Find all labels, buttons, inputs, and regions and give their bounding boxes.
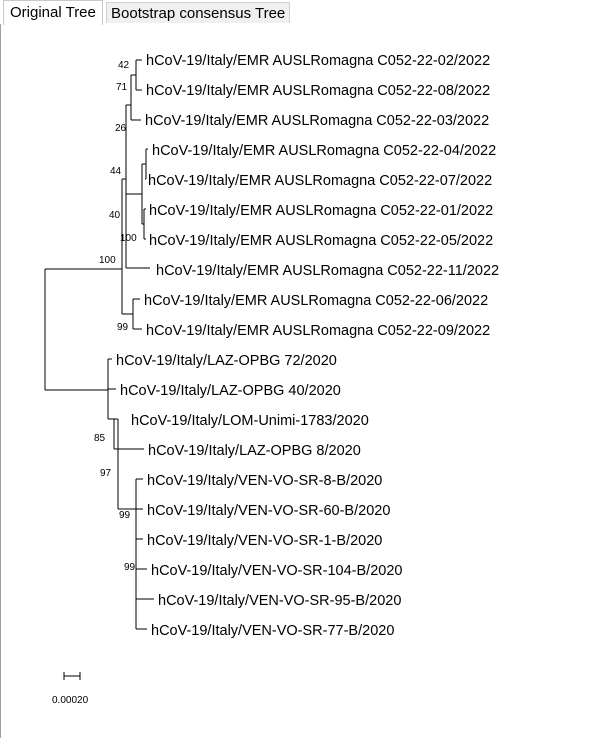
bootstrap-value: 99 bbox=[119, 510, 131, 521]
bootstrap-value: 100 bbox=[99, 255, 116, 266]
tree-panel bbox=[0, 24, 594, 738]
leaf-label: hCoV-19/Italy/VEN-VO-SR-60-B/2020 bbox=[147, 503, 390, 519]
leaf-label: hCoV-19/Italy/EMR AUSLRomagna C052-22-03… bbox=[145, 113, 489, 129]
leaf-label: hCoV-19/Italy/LAZ-OPBG 40/2020 bbox=[120, 383, 341, 399]
tab-bar: Original Tree Bootstrap consensus Tree bbox=[0, 0, 594, 25]
bootstrap-value: 44 bbox=[110, 166, 122, 177]
bootstrap-value: 40 bbox=[109, 210, 121, 221]
leaf-label: hCoV-19/Italy/EMR AUSLRomagna C052-22-02… bbox=[146, 53, 490, 69]
leaf-label: hCoV-19/Italy/EMR AUSLRomagna C052-22-11… bbox=[156, 263, 499, 279]
tree-branches bbox=[44, 59, 154, 680]
leaf-label: hCoV-19/Italy/VEN-VO-SR-104-B/2020 bbox=[151, 563, 402, 579]
bootstrap-value: 99 bbox=[117, 322, 129, 333]
tab-original-tree[interactable]: Original Tree bbox=[3, 0, 103, 25]
leaf-label: hCoV-19/Italy/EMR AUSLRomagna C052-22-07… bbox=[148, 173, 492, 189]
leaf-label: hCoV-19/Italy/VEN-VO-SR-95-B/2020 bbox=[158, 593, 401, 609]
bootstrap-value: 85 bbox=[94, 433, 106, 444]
bootstrap-values: 42 71 26 44 40 100 100 99 85 97 99 99 bbox=[94, 60, 137, 573]
leaf-label: hCoV-19/Italy/VEN-VO-SR-1-B/2020 bbox=[147, 533, 382, 549]
leaf-label: hCoV-19/Italy/VEN-VO-SR-8-B/2020 bbox=[147, 473, 382, 489]
leaf-label: hCoV-19/Italy/LOM-Unimi-1783/2020 bbox=[131, 413, 369, 429]
bootstrap-value: 99 bbox=[124, 562, 136, 573]
bootstrap-value: 97 bbox=[100, 468, 112, 479]
leaf-label: hCoV-19/Italy/EMR AUSLRomagna C052-22-09… bbox=[146, 323, 490, 339]
leaf-label: hCoV-19/Italy/LAZ-OPBG 8/2020 bbox=[148, 443, 361, 459]
bootstrap-value: 71 bbox=[116, 82, 128, 93]
bootstrap-value: 100 bbox=[120, 233, 137, 244]
leaf-label: hCoV-19/Italy/EMR AUSLRomagna C052-22-01… bbox=[149, 203, 493, 219]
scale-bar-label: 0.00020 bbox=[52, 695, 89, 706]
leaf-label: hCoV-19/Italy/EMR AUSLRomagna C052-22-06… bbox=[144, 293, 488, 309]
leaf-label: hCoV-19/Italy/LAZ-OPBG 72/2020 bbox=[116, 353, 337, 369]
leaf-label: hCoV-19/Italy/VEN-VO-SR-77-B/2020 bbox=[151, 623, 394, 639]
leaf-labels: hCoV-19/Italy/EMR AUSLRomagna C052-22-02… bbox=[116, 53, 499, 639]
bootstrap-value: 26 bbox=[115, 123, 127, 134]
leaf-label: hCoV-19/Italy/EMR AUSLRomagna C052-22-04… bbox=[152, 143, 496, 159]
leaf-label: hCoV-19/Italy/EMR AUSLRomagna C052-22-08… bbox=[146, 83, 490, 99]
tab-bootstrap-consensus-tree[interactable]: Bootstrap consensus Tree bbox=[106, 2, 291, 23]
leaf-label: hCoV-19/Italy/EMR AUSLRomagna C052-22-05… bbox=[149, 233, 493, 249]
bootstrap-value: 42 bbox=[118, 60, 130, 71]
